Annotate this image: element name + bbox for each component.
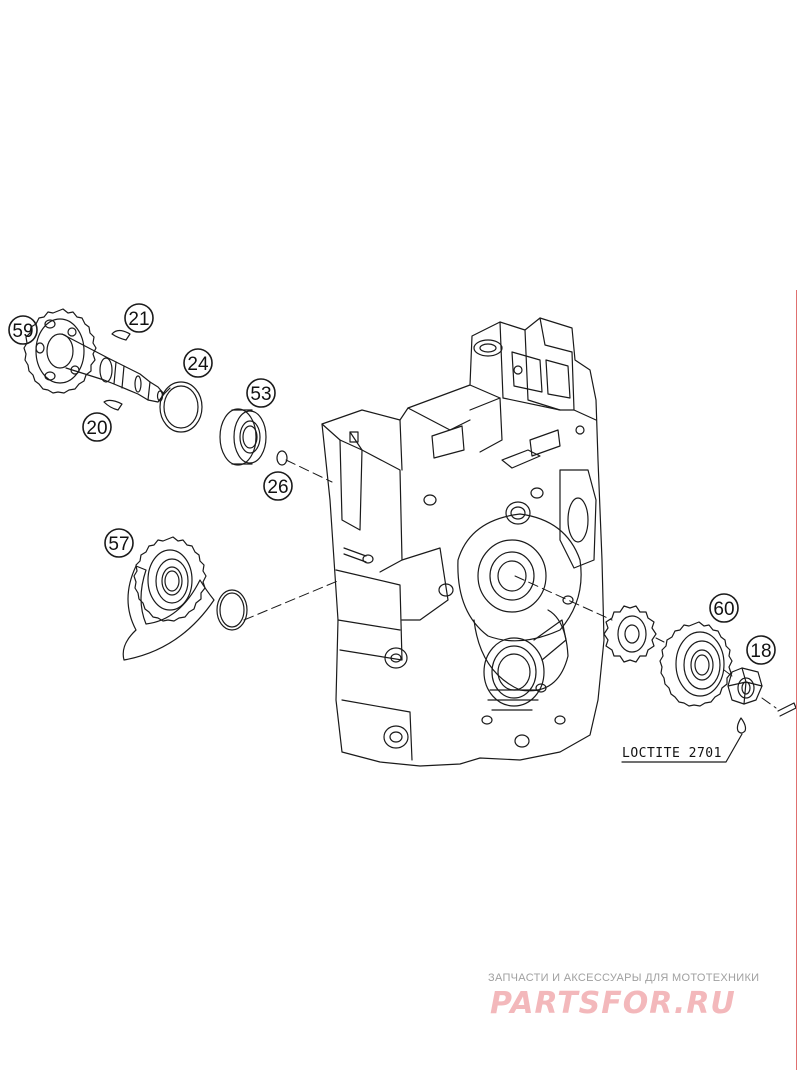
callout-60: 60 xyxy=(713,599,734,620)
callout-circles xyxy=(8,303,776,665)
loctite-note: LOCTITE 2701 xyxy=(622,746,722,761)
gear-60 xyxy=(659,621,733,707)
pin xyxy=(777,702,797,717)
key-20 xyxy=(103,399,123,411)
callout-18: 18 xyxy=(750,641,771,662)
loctite-drop xyxy=(736,717,747,734)
key-21 xyxy=(111,329,131,341)
assembly-lines xyxy=(243,459,777,709)
gear-59-balance-shaft xyxy=(23,308,165,403)
o-ring xyxy=(216,589,248,631)
circlip-24 xyxy=(159,381,203,433)
small-sprocket xyxy=(603,605,657,663)
callout-57: 57 xyxy=(108,534,129,555)
bearing-53 xyxy=(219,408,267,466)
watermark-caption: ЗАПЧАСТИ И АКСЕССУАРЫ ДЛЯ МОТОТЕХНИКИ xyxy=(488,972,760,984)
gear-57-sector xyxy=(122,536,215,661)
callout-59: 59 xyxy=(12,321,33,342)
page-edge-line xyxy=(796,290,797,1070)
watermark-logo: PARTSFOR.RU xyxy=(490,986,736,1021)
nut-18 xyxy=(727,667,763,705)
callout-20: 20 xyxy=(86,418,107,439)
callout-24: 24 xyxy=(187,354,209,375)
o-ring-26 xyxy=(276,450,288,466)
crankcase-housing xyxy=(321,317,605,767)
callout-26: 26 xyxy=(267,477,288,498)
callout-53: 53 xyxy=(250,384,271,405)
loctite-leader xyxy=(621,733,743,763)
callout-21: 21 xyxy=(128,309,149,330)
